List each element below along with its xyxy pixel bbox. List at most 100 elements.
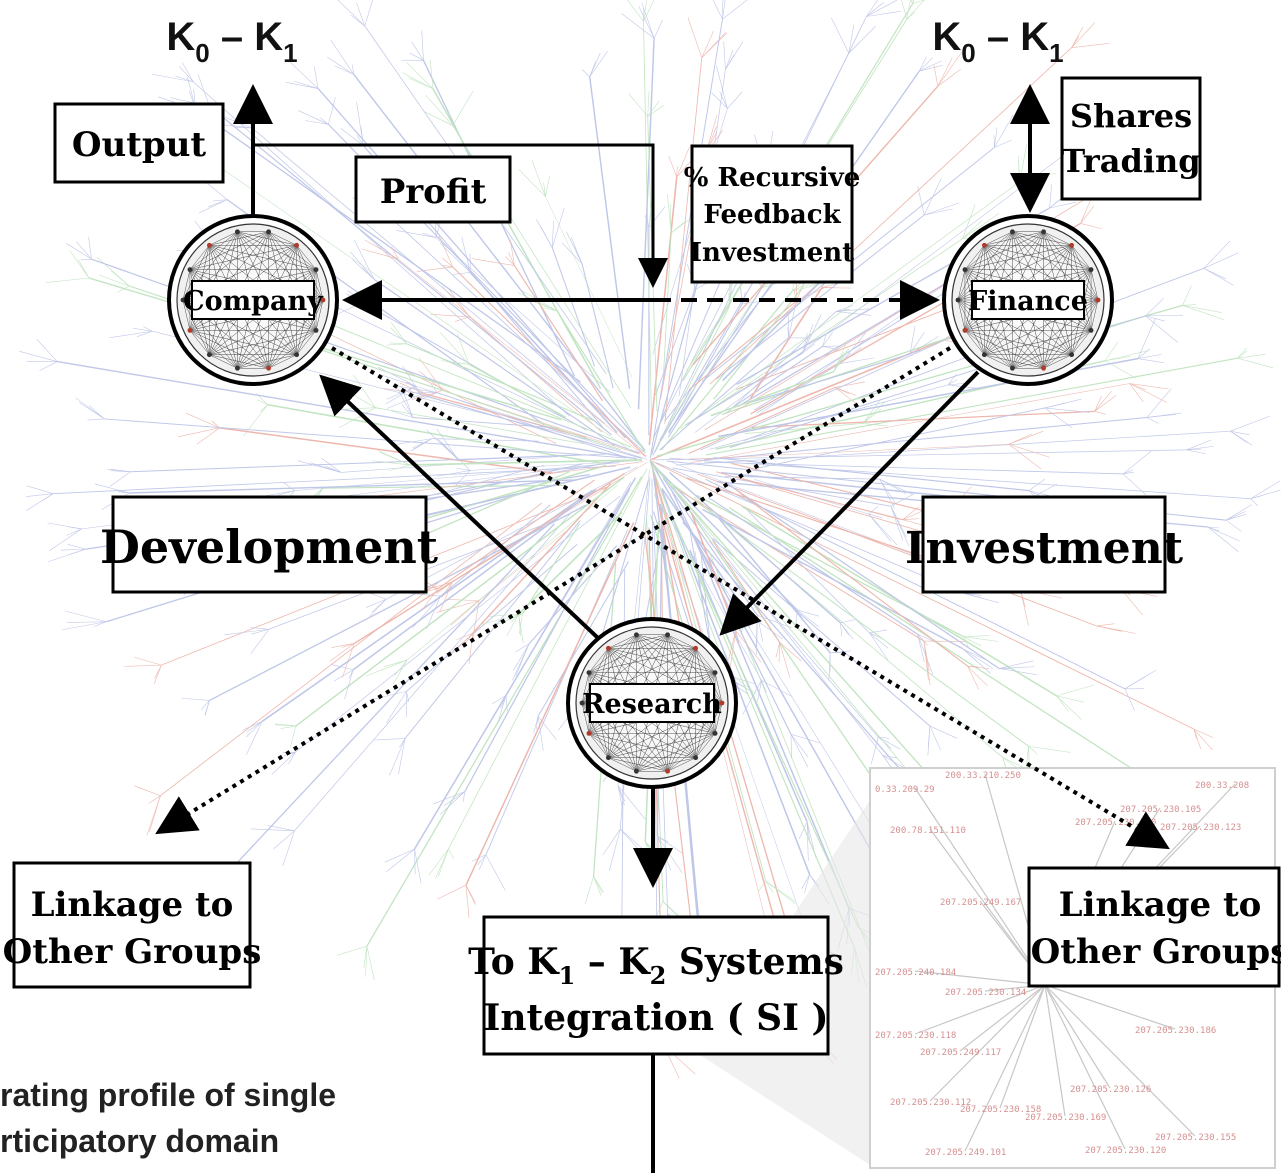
network-twig xyxy=(1225,519,1242,532)
network-twig xyxy=(621,13,655,39)
network-twig xyxy=(879,478,913,495)
network-edge xyxy=(725,311,837,414)
network-twig xyxy=(566,231,583,265)
network-twig xyxy=(1182,305,1222,313)
network-twig xyxy=(246,721,263,756)
network-twig xyxy=(967,666,990,669)
network-twig xyxy=(1121,589,1143,616)
network-edge xyxy=(659,337,789,451)
network-twig xyxy=(351,64,355,75)
node-mesh-point xyxy=(634,632,639,638)
network-twig xyxy=(830,17,850,54)
ip-label: 200.33.208 xyxy=(1195,781,1249,791)
node-mesh-point xyxy=(712,730,718,736)
network-twig xyxy=(537,715,557,740)
network-twig xyxy=(906,0,911,20)
network-twig xyxy=(224,628,269,636)
network-twig xyxy=(438,848,449,877)
network-twig xyxy=(344,669,354,700)
network-twig xyxy=(792,286,802,292)
network-edge xyxy=(712,538,931,727)
network-twig xyxy=(109,330,153,338)
development-arrow xyxy=(319,374,600,640)
network-twig xyxy=(878,736,901,750)
inset-edge xyxy=(929,984,1046,1102)
network-twig xyxy=(1207,526,1240,542)
inset-edge xyxy=(959,984,1046,1052)
network-twig xyxy=(912,0,914,4)
network-twig xyxy=(561,242,583,265)
svg-text:Feedback: Feedback xyxy=(703,200,841,230)
network-twig xyxy=(929,725,958,739)
network-edge xyxy=(436,392,624,457)
network-twig xyxy=(356,101,364,146)
network-twig xyxy=(1225,511,1246,521)
node-mesh-line xyxy=(189,330,210,355)
network-twig xyxy=(436,600,480,613)
network-edge xyxy=(756,363,841,414)
network-twig xyxy=(414,849,416,875)
node-mesh-line xyxy=(984,231,1013,246)
network-twig xyxy=(250,828,295,832)
node-mesh-line xyxy=(984,354,1013,369)
ip-label: 200.78.151.110 xyxy=(890,826,966,836)
node-mesh-line xyxy=(964,330,985,355)
node-mesh-line xyxy=(1012,330,1092,369)
network-edge xyxy=(251,127,606,425)
network-twig xyxy=(277,490,295,496)
network-twig xyxy=(602,828,621,856)
network-twig xyxy=(948,379,958,386)
network-twig xyxy=(36,338,58,362)
network-twig xyxy=(924,202,960,216)
node-mesh-line xyxy=(964,231,1013,270)
network-edge xyxy=(754,479,869,515)
network-twig xyxy=(512,643,530,681)
network-twig xyxy=(923,640,929,681)
ip-label: 200.33.210.250 xyxy=(945,771,1021,781)
network-twig xyxy=(1129,383,1169,390)
network-twig xyxy=(937,57,953,87)
network-twig xyxy=(923,640,968,642)
node-mesh-point xyxy=(586,670,592,676)
network-twig xyxy=(419,390,443,398)
node-mesh-line xyxy=(588,634,668,673)
network-twig xyxy=(967,666,980,690)
finance-node: Finance xyxy=(942,214,1114,386)
network-twig xyxy=(963,635,990,638)
network-twig xyxy=(722,0,724,20)
node-mesh-point xyxy=(1069,242,1075,248)
network-edge xyxy=(709,384,949,450)
network-twig xyxy=(909,325,916,355)
network-twig xyxy=(1203,268,1227,280)
network-twig xyxy=(136,330,153,338)
network-twig xyxy=(1044,407,1090,413)
network-twig xyxy=(797,609,819,617)
network-twig xyxy=(1071,43,1110,48)
network-twig xyxy=(647,91,650,117)
linkage-right-box: Linkage to Other Groups xyxy=(1027,866,1281,988)
network-twig xyxy=(1146,388,1172,418)
ip-label: 207.205.230.112 xyxy=(890,1098,971,1108)
network-edge xyxy=(669,472,841,624)
network-twig xyxy=(1105,350,1149,362)
network-twig xyxy=(1146,417,1159,424)
network-twig xyxy=(1056,695,1082,721)
network-twig xyxy=(1008,444,1042,470)
inset-edge xyxy=(914,970,1046,986)
network-twig xyxy=(862,398,882,424)
network-twig xyxy=(676,147,690,178)
network-edge xyxy=(469,271,618,434)
network-twig xyxy=(761,680,767,693)
network-twig xyxy=(657,835,683,854)
network-twig xyxy=(801,874,810,889)
output-box: Output xyxy=(53,102,225,184)
node-mesh-line xyxy=(588,648,609,673)
network-twig xyxy=(304,120,329,125)
network-edge xyxy=(654,306,730,453)
network-twig xyxy=(297,460,342,473)
network-twig xyxy=(802,314,822,353)
network-twig xyxy=(132,327,153,332)
network-twig xyxy=(489,613,523,617)
network-twig xyxy=(450,600,480,626)
node-mesh-line xyxy=(581,648,609,704)
